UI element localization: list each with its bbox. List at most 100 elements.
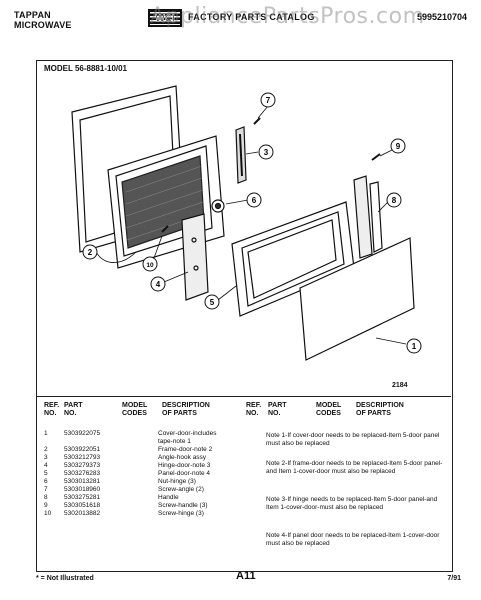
screw-handle-part	[371, 153, 381, 161]
header-ref: REF. NO.	[44, 402, 59, 418]
callout-4-label: 4	[156, 280, 161, 289]
header-ref-right-line2: NO.	[246, 410, 259, 417]
header-ref-line2: NO.	[44, 410, 57, 417]
header-desc-right-line1: DESCRIPTION	[356, 402, 404, 409]
nut-hinge-part	[211, 199, 225, 213]
hinge-part	[181, 213, 209, 301]
exploded-door-diagram: 1 2 3 4 5 6 7	[71, 85, 422, 361]
row-ref: 5	[44, 470, 48, 477]
callout-3: 3	[258, 144, 274, 160]
header-part-right: PART NO.	[268, 402, 287, 418]
callout-8-label: 8	[392, 196, 397, 205]
callout-4: 4	[150, 276, 166, 292]
row-ref: 3	[44, 454, 48, 461]
callout-2-label: 2	[88, 248, 93, 257]
note-4: Note 4-If panel door needs to be replace…	[266, 532, 440, 547]
callout-9: 9	[390, 138, 406, 154]
header-model-codes: MODEL CODES	[122, 402, 147, 418]
header-desc-right-line2: OF PARTS	[356, 410, 391, 417]
row-part: 5303212793	[64, 454, 101, 461]
row-part: 5303922051	[64, 446, 101, 453]
callout-7: 7	[260, 92, 276, 108]
row-desc: Screw-hinge (3)	[158, 510, 204, 517]
screw-angle-part	[253, 117, 261, 125]
header-ref-line1: REF.	[44, 402, 60, 409]
header-model-right-line1: MODEL	[316, 402, 342, 409]
brand-line-1: TAPPAN	[14, 10, 51, 20]
header-part-line1: PART	[64, 402, 83, 409]
callout-5-label: 5	[210, 298, 215, 307]
header-desc-line2: OF PARTS	[162, 410, 197, 417]
header-ref-right-line1: REF.	[246, 402, 262, 409]
callout-9-label: 9	[396, 142, 401, 151]
brand-name: TAPPAN MICROWAVE	[14, 10, 72, 30]
content-frame	[36, 60, 453, 572]
watermark: AppliancePartsPros.com	[150, 4, 425, 29]
callout-7-label: 7	[266, 96, 271, 105]
row-part: 5303013281	[64, 478, 101, 485]
row-ref: 10	[44, 510, 52, 517]
note-1: Note 1-If cover-door needs to be replace…	[266, 432, 440, 447]
callout-5: 5	[204, 294, 220, 310]
row-desc: Panel-door-note 4	[158, 470, 211, 477]
page-number: A11	[236, 570, 256, 582]
row-desc: Screw-angle (2)	[158, 486, 204, 493]
cover-door-part	[299, 237, 415, 361]
callout-8: 8	[386, 192, 402, 208]
row-part: 5303279373	[64, 462, 101, 469]
callout-10-label: 10	[146, 262, 154, 269]
header-desc-line1: DESCRIPTION	[162, 402, 210, 409]
table-separator	[36, 396, 451, 397]
panel-door-part	[231, 201, 355, 317]
header-part-right-line1: PART	[268, 402, 287, 409]
row-desc: tape-note 1	[158, 438, 191, 445]
header-model-line1: MODEL	[122, 402, 148, 409]
row-ref: 7	[44, 486, 48, 493]
row-desc: Nut-hinge (3)	[158, 478, 196, 485]
header-model-codes-right: MODEL CODES	[316, 402, 341, 418]
row-ref: 6	[44, 478, 48, 485]
note-3: Note 3-If hinge needs to be replaced-Ite…	[266, 496, 438, 511]
row-desc: Handle	[158, 494, 179, 501]
row-part: 5303922075	[64, 430, 101, 437]
row-ref: 1	[44, 430, 48, 437]
header-ref-right: REF. NO.	[246, 402, 261, 418]
header-model-right-line2: CODES	[316, 410, 341, 417]
row-desc: Cover-door-includes	[158, 430, 217, 437]
not-illustrated-legend: * = Not Illustrated	[36, 575, 94, 582]
row-part: 5302013882	[64, 510, 101, 517]
handle-part	[353, 175, 383, 259]
header-part: PART NO.	[64, 402, 83, 418]
leader-lines	[95, 105, 407, 345]
callout-6-label: 6	[252, 196, 257, 205]
callout-10: 10	[142, 256, 158, 272]
row-part: 5303276283	[64, 470, 101, 477]
row-part: 5303018960	[64, 486, 101, 493]
callout-2: 2	[82, 244, 98, 260]
row-desc: Hinge-door-note 3	[158, 462, 211, 469]
row-part: 5303051618	[64, 502, 101, 509]
row-part: 5303275281	[64, 494, 101, 501]
screw-hinge-part	[161, 225, 169, 233]
row-ref: 2	[44, 446, 48, 453]
row-desc: Screw-handle (3)	[158, 502, 208, 509]
header-description: DESCRIPTION OF PARTS	[162, 402, 210, 418]
catalog-number: 5995210704	[416, 12, 467, 22]
row-desc: Angle-hook assy	[158, 454, 207, 461]
note-2: Note 2-If frame-door needs to be replace…	[266, 460, 443, 475]
model-number: MODEL 56-8881-10/01	[44, 64, 128, 73]
row-ref: 4	[44, 462, 48, 469]
header-part-right-line2: NO.	[268, 410, 281, 417]
angle-hook-part	[235, 126, 247, 184]
wci-logo: WCI	[148, 9, 182, 27]
callout-6: 6	[246, 192, 262, 208]
header-model-line2: CODES	[122, 410, 147, 417]
row-desc: Frame-door-note 2	[158, 446, 213, 453]
callout-1: 1	[406, 338, 422, 354]
callout-1-label: 1	[412, 342, 417, 351]
brand-line-2: MICROWAVE	[14, 20, 72, 30]
revision-date: 7/91	[447, 575, 461, 582]
header-part-line2: NO.	[64, 410, 77, 417]
callout-3-label: 3	[264, 148, 269, 157]
